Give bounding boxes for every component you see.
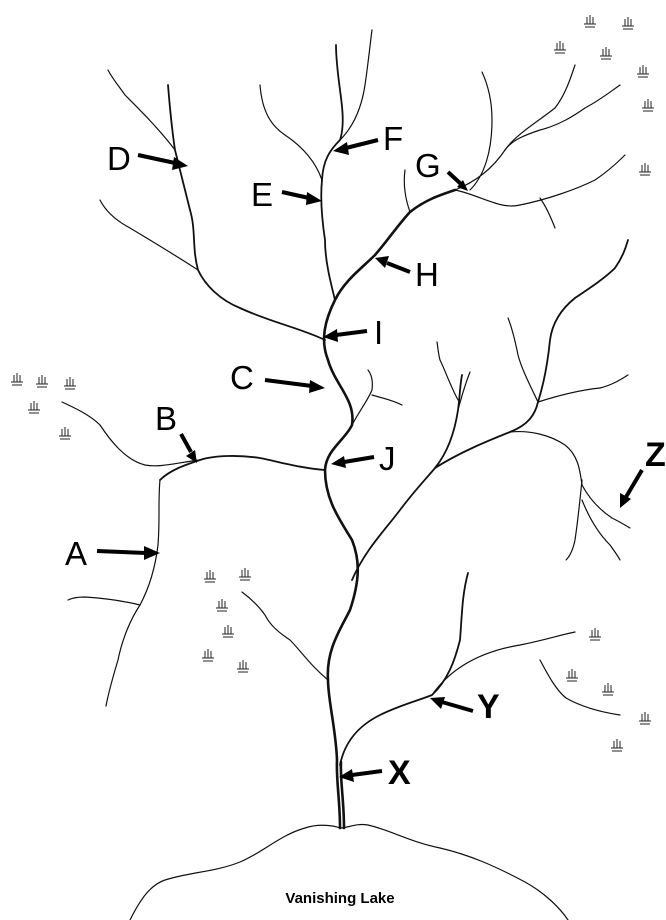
label-y: Y [477,688,500,726]
arrow-j [331,455,375,468]
label-e: E [251,176,273,213]
main-channel [322,188,457,830]
east-branch-z-small [581,499,621,561]
arrow-x [339,769,383,782]
arrow-g [446,170,468,191]
marsh-icon-group-left [10,372,77,440]
stream-upper-middle [469,71,493,191]
label-x: X [388,754,411,792]
marsh-icon-group-bottom-right [565,627,652,752]
arrow-h [375,256,411,274]
label-a: A [65,535,87,572]
arrow-a [96,546,160,560]
arrow-d [137,153,188,170]
stream-e-left [259,84,323,181]
label-g: G [415,147,441,184]
tributary-y-branch [431,631,576,696]
stream-g-mid [504,84,621,151]
label-j: J [379,440,396,477]
label-i: I [374,314,383,351]
label-d: D [107,140,131,177]
east-branch-upper [507,317,539,403]
label-c: C [230,359,254,396]
arrow-i [323,329,368,342]
stream-a-branch [67,596,141,606]
west-tributary [159,455,326,481]
stream-b [61,401,201,467]
stream-f-right [339,29,373,141]
label-f: F [383,120,403,157]
main-channel-right-bank [339,760,346,830]
stream-g-right [454,154,626,207]
arrow-e [281,190,322,205]
central-east-tributary [351,374,463,581]
stream-j-side [351,369,373,426]
arrow-z [620,468,644,508]
stream-a [105,479,161,707]
lake-label: Vanishing Lake [285,890,394,907]
label-z: Z [645,436,666,474]
label-b: B [155,400,177,437]
marsh-icon-group-center [201,567,252,673]
stream-d-lower-branch [99,199,199,271]
arrow-b [179,433,197,463]
stream-d [167,84,326,341]
central-east-branch-2 [457,371,471,411]
stream-j-side-small [371,394,403,406]
label-h: H [415,256,439,293]
central-east-branch [436,341,459,401]
east-branch-z [509,430,631,529]
stream-d-branch [107,69,176,151]
stream-g-upper [454,64,576,191]
stream-h-branch [403,169,411,213]
arrow-f [333,138,379,155]
east-branch-right [537,374,629,403]
stream-right-small [539,197,556,229]
arrow-c [264,378,325,393]
marsh-icon-group-top-right [553,14,655,176]
marsh-right-stream [539,659,621,716]
tributary-y [339,572,469,766]
marsh-tributary [241,591,329,681]
arrow-y [430,697,474,713]
east-branch-z-lower [565,479,583,561]
east-tributary [434,239,629,469]
stream-e [320,44,344,301]
